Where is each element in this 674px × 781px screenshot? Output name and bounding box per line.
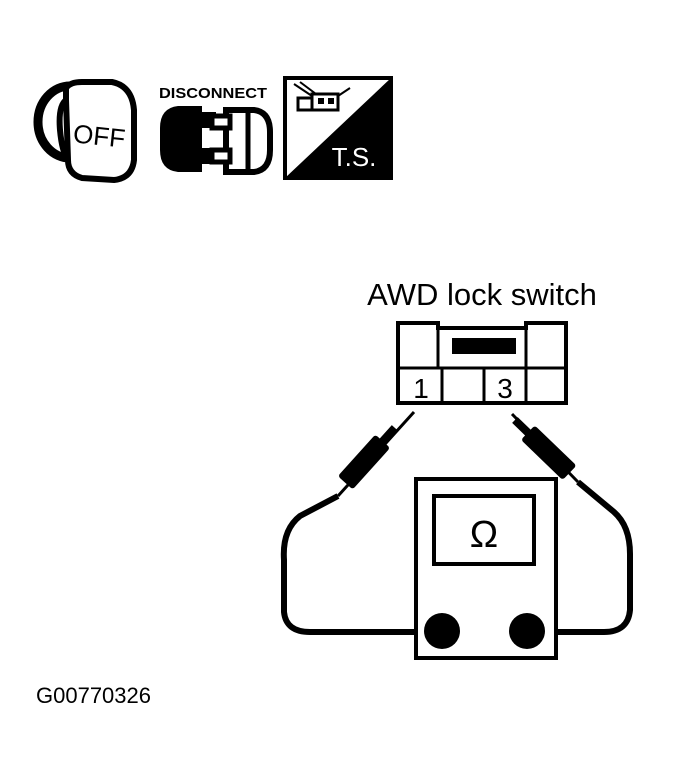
connector-lock-tab — [452, 338, 516, 354]
left-probe-icon — [339, 425, 398, 489]
awd-lock-switch-connector: 1 3 — [396, 321, 568, 405]
right-probe-icon — [512, 417, 576, 479]
ohmmeter: Ω — [414, 477, 558, 660]
ohmmeter-terminal-left — [424, 613, 460, 649]
connector-disconnect-icon: DISCONNECT — [159, 85, 273, 175]
ohmmeter-display — [432, 494, 536, 566]
right-test-lead — [510, 412, 633, 635]
ignition-key-off-icon: OFF — [33, 79, 137, 184]
terminal-1-label: 1 — [413, 373, 429, 404]
test-system-icon: T.S. — [283, 76, 393, 180]
terminal-3-label: 3 — [497, 373, 513, 404]
disconnect-label: DISCONNECT — [159, 85, 267, 102]
left-test-lead — [280, 410, 440, 635]
test-system-label: T.S. — [332, 142, 377, 172]
figure-code: G00770326 — [36, 683, 151, 708]
test-machine-icon — [293, 81, 351, 112]
ignition-off-label: OFF — [72, 118, 127, 153]
connector-title: AWD lock switch — [367, 277, 597, 312]
ohmmeter-terminal-right — [509, 613, 545, 649]
ohm-symbol: Ω — [470, 514, 498, 556]
